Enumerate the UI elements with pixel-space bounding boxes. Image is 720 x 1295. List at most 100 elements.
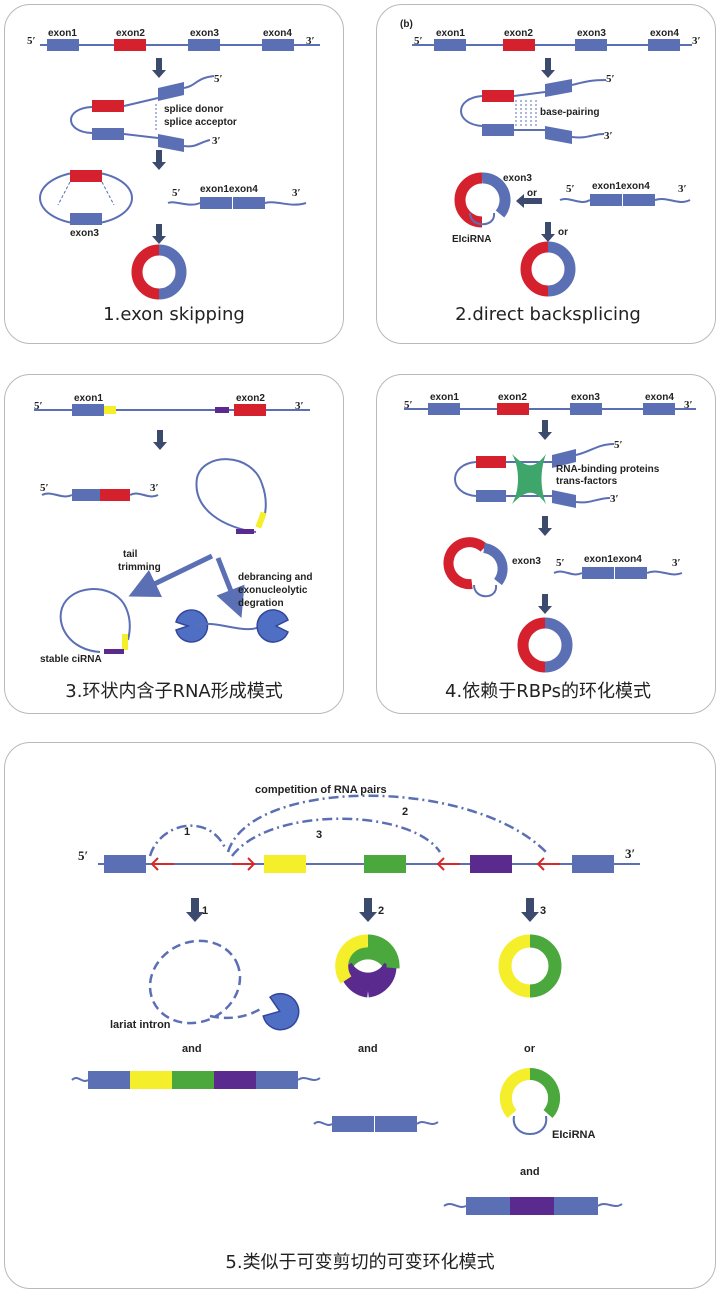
p2-tag: (b) (400, 19, 413, 30)
p5-competition-label: competition of RNA pairs (255, 784, 387, 796)
p1-exon4-label: exon4 (263, 28, 292, 39)
down-arrow-icon (153, 430, 167, 450)
p1-lariat (39, 170, 133, 225)
p4-caption: 4.依赖于RBPs的环化模式 (445, 681, 651, 702)
down-arrow-icon (186, 898, 539, 922)
p5-linear-product-3 (443, 1197, 623, 1215)
p4-five-prime: 5′ (404, 399, 413, 411)
p2-exon1-label: exon1 (436, 28, 465, 39)
p2-pairing-loop (460, 79, 607, 144)
p4-pre-mrna (404, 403, 696, 415)
p5-competition-arcs (148, 794, 547, 857)
p4-three-prime-3: 3′ (672, 557, 681, 569)
p2-three-prime: 3′ (692, 35, 701, 47)
p1-five-prime: 5′ (27, 35, 36, 47)
p3-three-prime: 3′ (295, 400, 304, 412)
p5-linear-product-2 (313, 1116, 439, 1132)
p5-linear-product-1 (71, 1071, 321, 1089)
p2-base-pairing: base-pairing (540, 107, 599, 118)
p2-circrna (520, 241, 576, 297)
p1-circrna (131, 244, 187, 300)
p1-splicing-loop (70, 75, 215, 152)
p3-degration-label: degration (238, 598, 284, 609)
p5-pre-mrna (98, 855, 640, 873)
p4-linear-product (553, 567, 683, 579)
p5-circrna-three-exon (335, 934, 400, 998)
p2-eicirna (454, 172, 511, 228)
p2-or-1: or (527, 188, 537, 199)
p1-five-prime-2: 5′ (214, 73, 223, 85)
p1-three-prime-2: 3′ (212, 135, 221, 147)
p1-exon3-lariat: exon3 (70, 228, 99, 239)
left-arrow-icon (516, 194, 542, 208)
p5-num-2: 2 (402, 806, 408, 818)
p5-lariat-label: lariat intron (110, 1019, 171, 1031)
down-arrow-icon (152, 58, 166, 78)
down-arrow-icon (152, 150, 166, 170)
p3-exon2-label: exon2 (236, 393, 265, 404)
p3-degradation-enzymes (175, 609, 289, 643)
p5-eicirna (499, 1067, 561, 1135)
p4-rbp-label: RNA-binding proteins (556, 464, 660, 475)
p2-three-prime-3: 3′ (678, 183, 687, 195)
p3-three-prime-2: 3′ (150, 482, 159, 494)
p1-splice-acceptor: splice acceptor (164, 117, 237, 128)
p3-exonucleolytic-label: exonucleolytic (238, 585, 308, 596)
p3-spliced-exons (41, 489, 159, 501)
down-arrow-icon (538, 516, 552, 536)
p4-rbp-loop (454, 443, 615, 508)
p4-exon14-label: exon1exon4 (584, 554, 642, 565)
p2-five-prime-3: 5′ (566, 183, 575, 195)
p1-three-prime-3: 3′ (292, 187, 301, 199)
p5-path-1: 1 (202, 905, 208, 917)
p5-caption: 5.类似于可变剪切的可变环化模式 (225, 1252, 494, 1273)
p2-exon3-label-2: exon3 (503, 173, 532, 184)
p1-exon2-label: exon2 (116, 28, 145, 39)
p1-exon14-label: exon1exon4 (200, 184, 258, 195)
p5-path-2: 2 (378, 905, 384, 917)
p3-debrancing-label: debrancing and (238, 572, 312, 583)
p2-linear-product (559, 194, 691, 206)
p1-exon1-label: exon1 (48, 28, 77, 39)
p5-and-3: and (520, 1166, 540, 1178)
p4-five-prime-2: 5′ (614, 439, 623, 451)
p5-eicirna-label: EIciRNA (552, 1129, 595, 1141)
p4-trans-factors-label: trans-factors (556, 476, 618, 487)
p3-tail-label: tail (123, 549, 138, 560)
p3-trimming-label: trimming (118, 562, 161, 573)
p2-or-2: or (558, 227, 568, 238)
p1-caption: 1.exon skipping (103, 304, 245, 325)
p5-and-1: and (182, 1043, 202, 1055)
p4-eicirna (443, 537, 508, 598)
p4-exon1-label: exon1 (430, 392, 459, 403)
p5-circrna-two-exon (498, 934, 562, 998)
p2-exon3-label: exon3 (577, 28, 606, 39)
p5-and-2: and (358, 1043, 378, 1055)
p2-pre-mrna (412, 39, 692, 51)
p2-exon14-label: exon1exon4 (592, 181, 650, 192)
p5-complementary-arrows (150, 857, 560, 871)
down-arrow-icon (538, 420, 552, 440)
p4-three-prime: 3′ (684, 399, 693, 411)
p2-exon4-label: exon4 (650, 28, 679, 39)
p2-three-prime-2: 3′ (604, 130, 613, 142)
p5-path-3: 3 (540, 905, 546, 917)
p4-exon3-label: exon3 (571, 392, 600, 403)
p4-exon3-label-2: exon3 (512, 556, 541, 567)
p4-five-prime-3: 5′ (556, 557, 565, 569)
panel1-pre-mrna (40, 39, 320, 51)
p1-splice-donor: splice donor (164, 104, 224, 115)
p3-exon1-label: exon1 (74, 393, 103, 404)
p3-five-prime: 5′ (34, 400, 43, 412)
p1-linear-product (167, 197, 307, 209)
p1-exon3-label: exon3 (190, 28, 219, 39)
down-arrow-icon (538, 594, 552, 614)
p5-three-prime: 3′ (625, 846, 635, 861)
p2-eicirna-label: EIciRNA (452, 234, 491, 245)
p4-exon2-label: exon2 (498, 392, 527, 403)
panel-circular-intron (4, 374, 344, 714)
p5-lariat-intron (148, 939, 300, 1031)
p5-num-1: 1 (184, 826, 190, 838)
p2-five-prime: 5′ (414, 35, 423, 47)
p2-exon2-label: exon2 (504, 28, 533, 39)
